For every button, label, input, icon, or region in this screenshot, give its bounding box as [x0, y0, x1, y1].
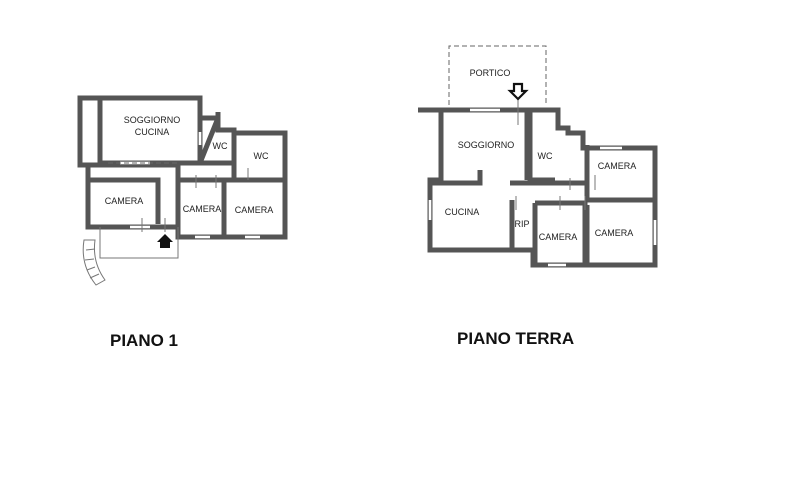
room-label: CAMERA	[595, 228, 634, 238]
entrance-arrow-icon	[157, 234, 173, 248]
room-label: SOGGIORNO	[124, 115, 181, 125]
room-label: SOGGIORNO	[458, 140, 515, 150]
plan-title-piano-1: PIANO 1	[110, 331, 179, 350]
room-label: CUCINA	[445, 207, 480, 217]
room-label: CAMERA	[105, 196, 144, 206]
room-label: WC	[538, 151, 553, 161]
floor-plan-piano-terra: PORTICO SOGGIORNO WC CAMERA CUCINA RIP C…	[418, 45, 658, 268]
room-label: CAMERA	[598, 161, 637, 171]
room-label: CAMERA	[539, 232, 578, 242]
room-label: WC	[213, 141, 228, 151]
plan-title-piano-terra: PIANO TERRA	[457, 329, 575, 348]
room-label: PORTICO	[470, 68, 511, 78]
floor-plan-piano-1: SOGGIORNO CUCINA WC WC CAMERA CAMERA CAM…	[77, 95, 288, 286]
room-label: CAMERA	[183, 204, 222, 214]
room-label: CUCINA	[135, 127, 170, 137]
room-label: WC	[254, 151, 269, 161]
room-label: CAMERA	[235, 205, 274, 215]
room-label: RIP	[514, 219, 529, 229]
entrance-arrow-icon	[507, 82, 529, 101]
